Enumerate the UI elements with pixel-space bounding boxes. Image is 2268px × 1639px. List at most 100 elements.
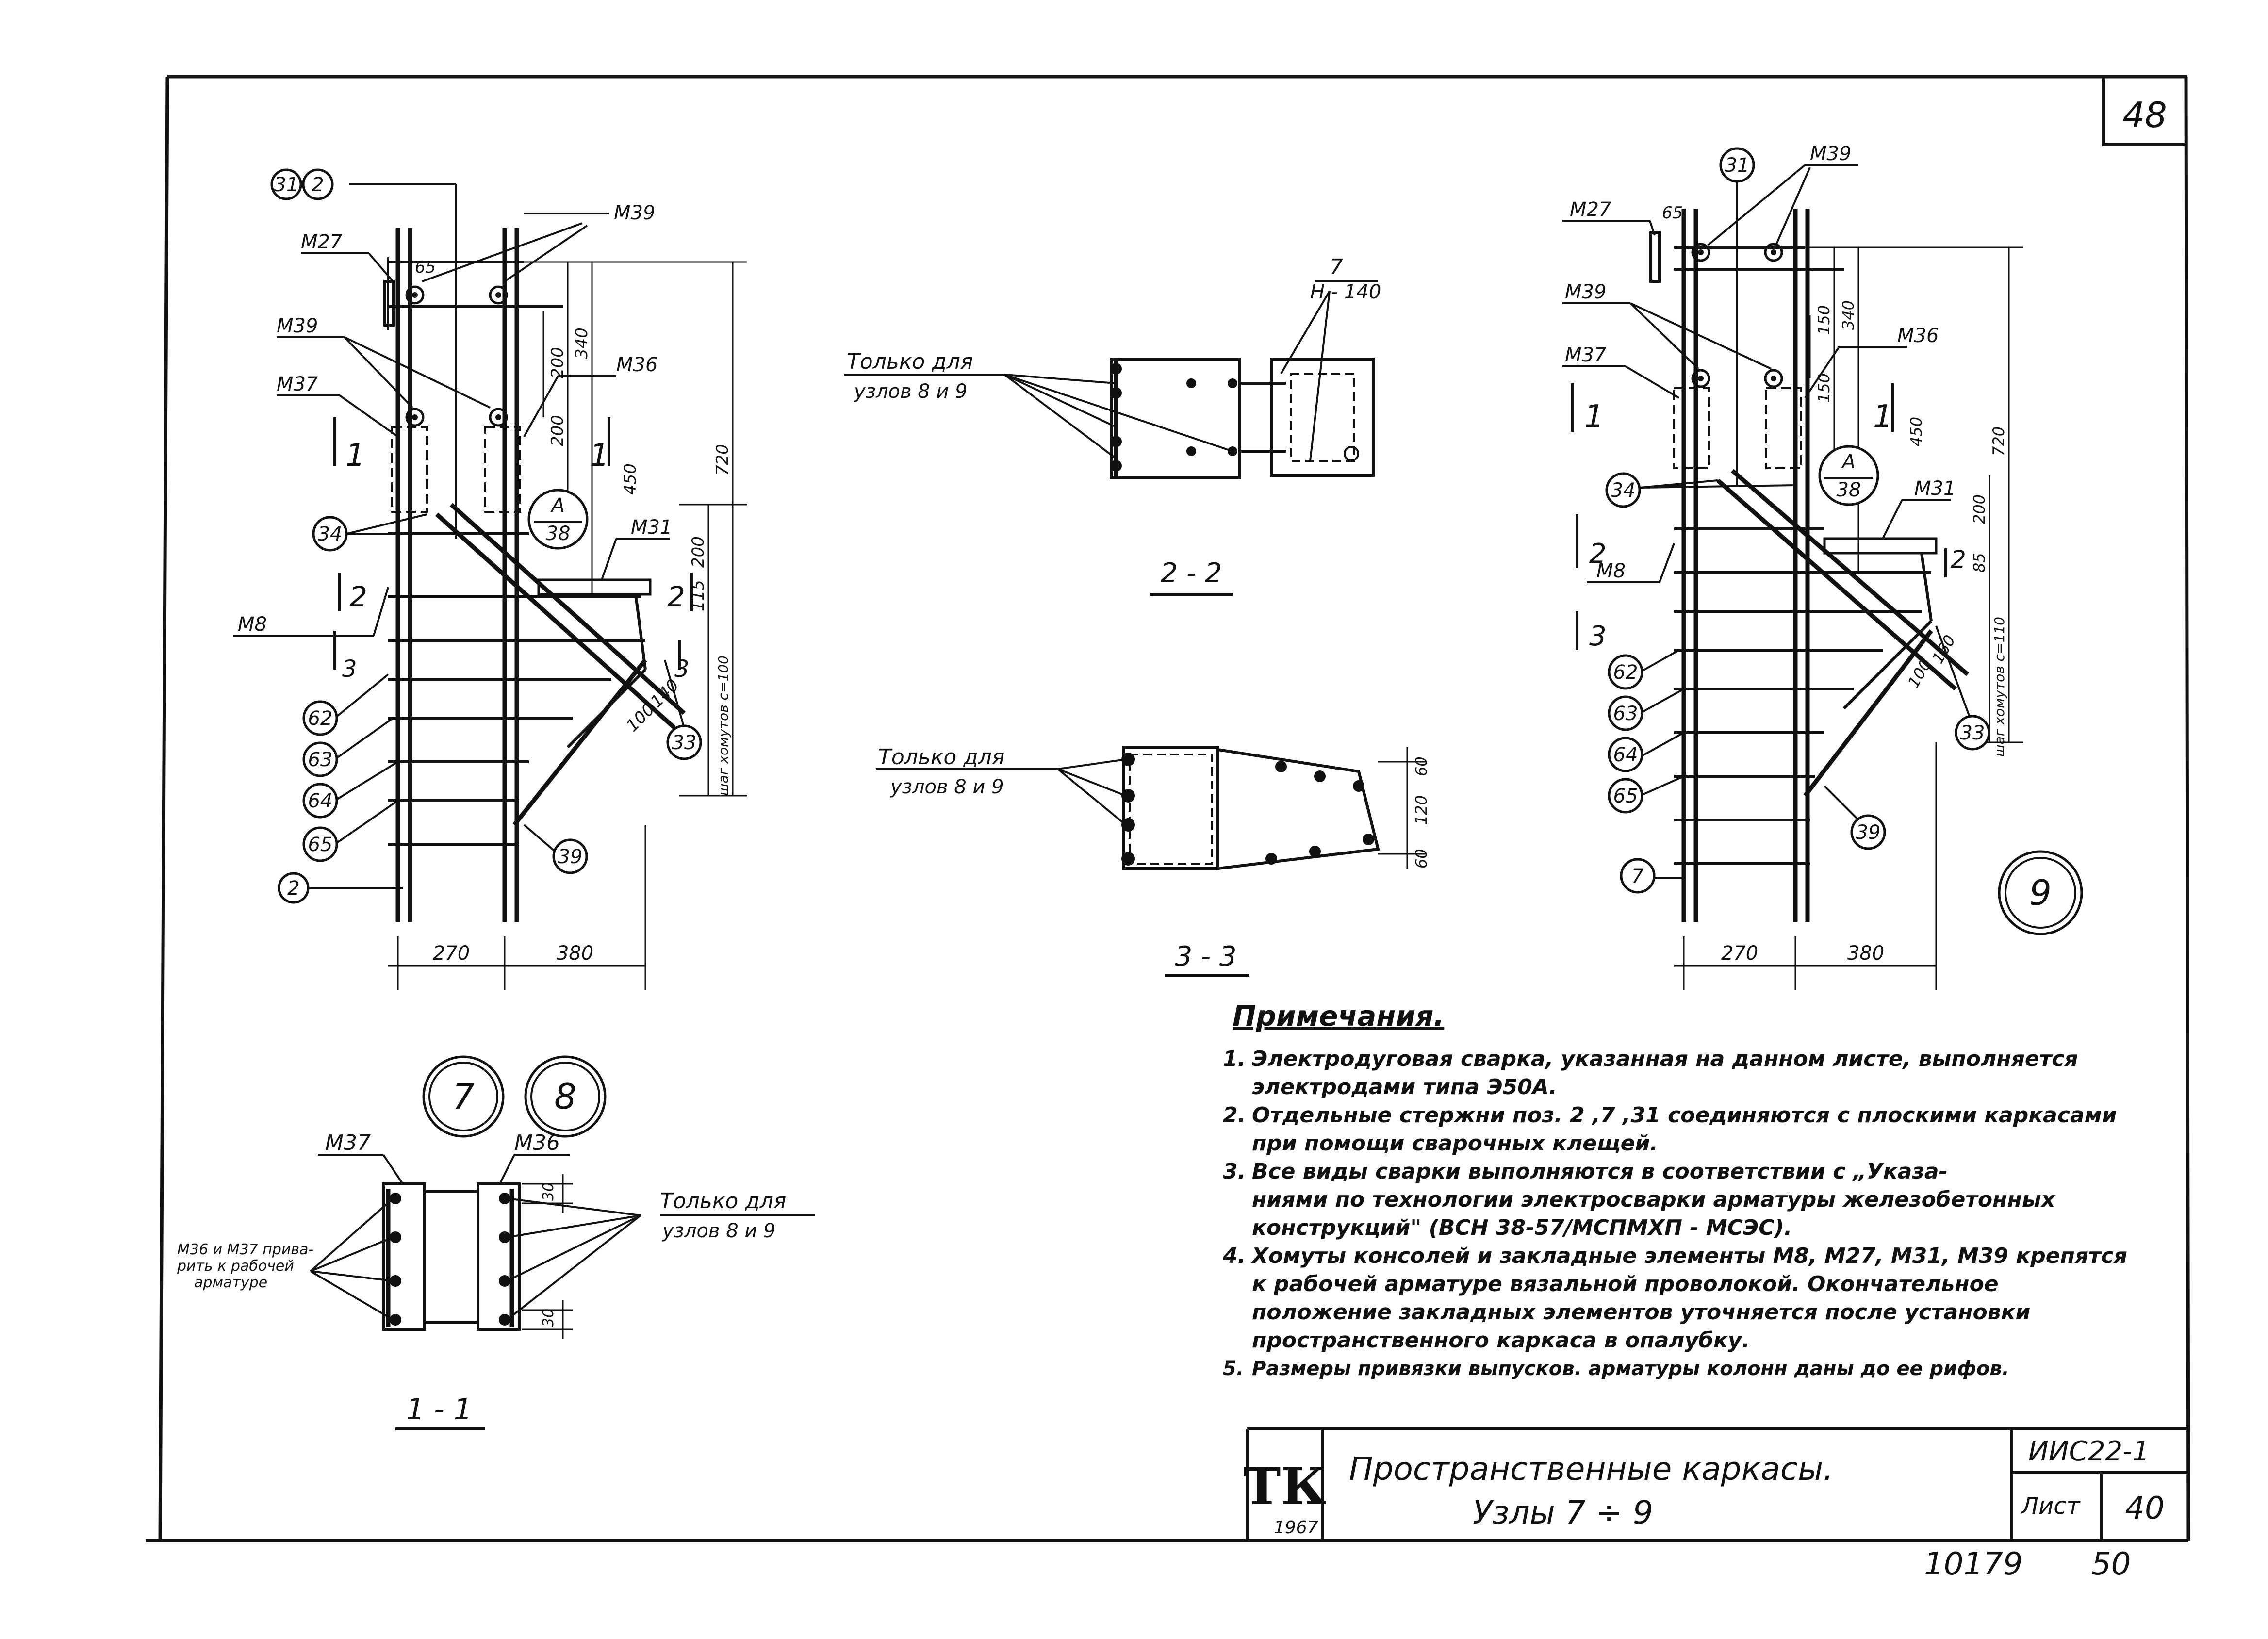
dim: 85	[1970, 553, 1989, 573]
pos-64: 64	[308, 790, 333, 812]
section-3-3-labels: Только для узлов 8 и 9 60 120 60 3 - 3	[878, 745, 1430, 972]
dim: 200	[548, 415, 567, 446]
section-a-top: A	[550, 494, 564, 517]
cut-2: 2	[1951, 545, 1966, 574]
dim: шаг хомутов с=110	[1991, 617, 2007, 757]
dim: 30	[540, 1182, 557, 1201]
position-bubble	[278, 872, 310, 904]
position-bubble	[302, 826, 338, 862]
pos-65: 65	[308, 834, 333, 856]
bar-fraction-top: 7	[1330, 255, 1343, 279]
pos-2: 2	[312, 174, 324, 196]
year: 1967	[1274, 1518, 1318, 1538]
position-bubble	[1955, 715, 1990, 751]
right-elevation	[1562, 164, 2023, 990]
section-title: 2 - 2	[1160, 557, 1222, 589]
position-bubble	[1608, 778, 1643, 814]
only-for-nodes-label: Только для	[847, 349, 973, 374]
mark-m39: M39	[277, 315, 318, 337]
dim: 150	[1815, 305, 1833, 335]
note-item: 3. Все виды сварки выполняются в соответ…	[1223, 1158, 2184, 1242]
section-a-bottom: 38	[546, 523, 571, 545]
position-bubble	[302, 700, 338, 736]
position-bubble	[1608, 695, 1643, 731]
node-9-label: 9	[2029, 872, 2052, 913]
pos-39: 39	[1856, 821, 1881, 844]
position-bubble	[1620, 858, 1656, 894]
note-number: 4.	[1223, 1244, 1246, 1268]
mark-m39: M39	[614, 202, 655, 224]
note-item: 2. Отдельные стержни поз. 2 ,7 ,31 соеди…	[1223, 1101, 2184, 1158]
dim: 450	[1907, 417, 1925, 446]
mark-m31: M31	[631, 516, 672, 539]
sheet-label: Лист	[2020, 1492, 2081, 1520]
mark-m8: M8	[238, 613, 267, 636]
position-bubble	[1850, 814, 1886, 850]
section-a-circle	[1818, 445, 1879, 506]
section-3-3	[876, 746, 1427, 977]
page-number: 48	[2122, 95, 2167, 135]
note-number: 5.	[1223, 1358, 1244, 1380]
dim: 380	[557, 942, 593, 965]
position-bubble	[1719, 147, 1755, 183]
section-1-1	[310, 1154, 815, 1430]
pos-31: 31	[1725, 154, 1750, 177]
note-item: 1. Электродуговая сварка, указанная на д…	[1223, 1045, 2184, 1101]
mark-m37: M37	[277, 373, 318, 395]
position-bubble	[270, 168, 302, 200]
tk-logo: ТК	[1243, 1457, 1327, 1516]
position-bubble	[302, 168, 334, 200]
dim: 120	[1412, 795, 1430, 825]
pos-33: 33	[1960, 722, 1985, 744]
mark-m36: M36	[1897, 325, 1939, 347]
bar-fraction-bottom: Н - 140	[1310, 281, 1381, 303]
only-for-nodes-label: узлов 8 и 9	[890, 776, 1004, 798]
position-bubble	[1608, 654, 1643, 690]
dim: 270	[1721, 942, 1758, 965]
note-number: 3.	[1223, 1159, 1246, 1184]
mark-m39: M39	[1565, 281, 1606, 303]
cut-2: 2	[667, 580, 685, 613]
dim: 65	[1662, 203, 1683, 223]
pos-7: 7	[1631, 865, 1644, 887]
mark-m27: M27	[1570, 198, 1611, 221]
dim: 200	[689, 536, 708, 568]
section-1-1-labels: M37 M36 М36 и М37 прива- рить к рабочей …	[177, 1131, 786, 1426]
cut-2: 2	[1589, 538, 1607, 570]
dim: шаг хомутов с=100	[715, 656, 731, 796]
dim: 200	[548, 347, 567, 378]
pos-34: 34	[318, 523, 343, 545]
pos-34: 34	[1611, 479, 1636, 502]
dim: 115	[689, 580, 708, 611]
pos-31: 31	[274, 174, 299, 196]
title-block	[1246, 1427, 2188, 1541]
cut-3: 3	[1589, 621, 1607, 652]
cut-1: 1	[590, 438, 609, 474]
section-title: 1 - 1	[406, 1393, 472, 1426]
only-for-nodes-label: Только для	[878, 745, 1004, 770]
section-2-2	[844, 280, 1378, 596]
dim: 450	[621, 463, 640, 495]
drawing-title-line1: Пространственные каркасы.	[1349, 1450, 1833, 1488]
dim: 200	[1970, 494, 1989, 524]
only-for-nodes-label: Только для	[660, 1189, 786, 1213]
section-title: 3 - 3	[1175, 941, 1236, 972]
dim: 340	[1839, 300, 1857, 330]
notes-block: Примечания. 1. Электродуговая сварка, ук…	[1223, 1000, 2184, 1383]
dim: 720	[713, 444, 732, 475]
note-number: 1.	[1223, 1047, 1246, 1071]
right-elevation-labels: 31 M39 M27 M39 M37 M36 M31 M8 A 38 34 62…	[1565, 143, 2008, 965]
mark-m27: M27	[301, 231, 343, 253]
node-7-label: 7	[452, 1076, 475, 1117]
section-a-top: A	[1841, 451, 1855, 473]
mark-m36: M36	[514, 1131, 560, 1155]
section-a-circle	[527, 489, 589, 550]
mark-m36: M36	[616, 354, 657, 376]
drawing-title-line2: Узлы 7 ÷ 9	[1473, 1494, 1653, 1531]
sheet-number: 40	[2125, 1491, 2164, 1526]
sheet-frame	[146, 75, 2190, 1542]
mark-m31: M31	[1914, 477, 1956, 500]
pos-2: 2	[287, 877, 299, 900]
pos-62: 62	[308, 707, 333, 730]
